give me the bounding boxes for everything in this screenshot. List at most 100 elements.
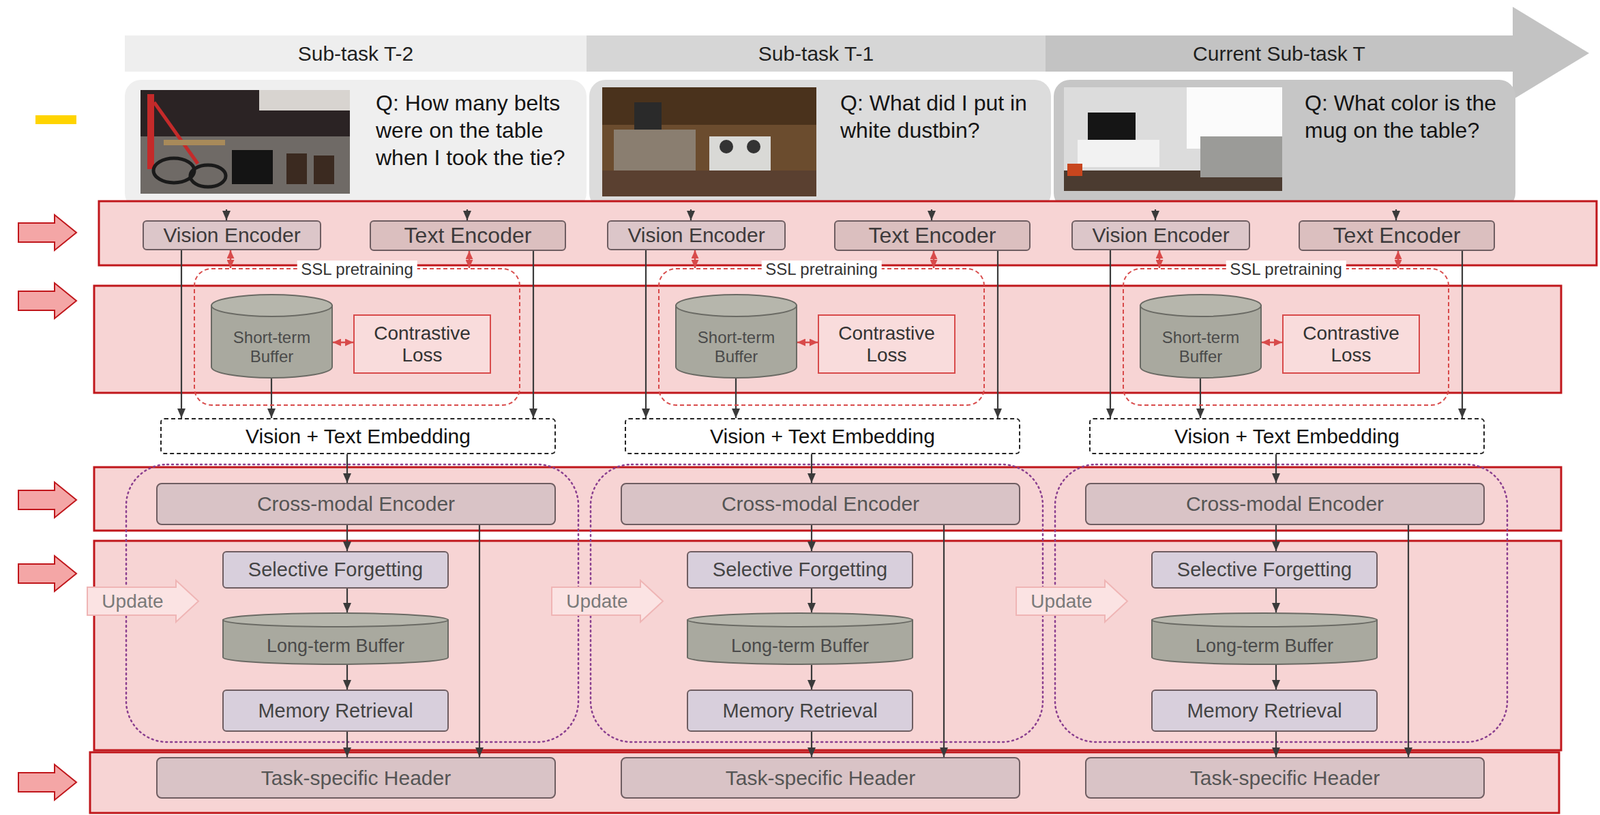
stage-band [94,540,1562,751]
box-title: SSL pretraining [296,260,418,279]
node-label: Current Sub-task T [1192,42,1366,66]
update-arrow: Update [1015,579,1129,623]
node-label: Cross-modal Encoder [1186,492,1384,516]
flow-arrow [478,525,481,758]
flow-arrow [346,588,348,613]
flow-arrow [690,209,692,221]
pointer-arrow [18,482,77,518]
memory-retrieval: Memory Retrieval [222,689,449,732]
node-label: Q: How many belts were on the table when… [375,89,573,172]
cylinder-top [675,294,797,317]
node-label: Memory Retrieval [257,699,413,723]
node-label: Contrastive Loss [1291,322,1412,367]
node-label: Long-term Buffer [1195,635,1334,657]
flow-arrow [1275,454,1277,483]
ssl-link [468,250,471,269]
flow-arrow [1275,588,1277,613]
text-encoder: Text Encoder [369,220,567,251]
burner [746,139,761,154]
tv [1087,112,1136,140]
flow-arrow [810,525,813,552]
node-label: Long-term Buffer [266,635,405,657]
vision-encoder: Vision Encoder [142,220,322,251]
node-label: Text Encoder [868,223,997,249]
subtask-header: Sub-task T-1 [586,35,1046,72]
flow-arrow [1199,378,1202,419]
short-term-buffer: Short-term Buffer [210,293,333,379]
block-arrow-outline [87,580,199,622]
node-label: Vision Encoder [163,223,301,247]
pointer-arrow [18,555,77,592]
flow-arrow [1275,525,1277,552]
node-label: Short-term Buffer [1151,328,1250,367]
sofa [1200,136,1283,178]
shoe [313,155,335,185]
tv-stand [1077,139,1160,168]
node-label: Vision Encoder [1091,223,1229,247]
node-label: Vision Encoder [627,223,765,247]
flow-arrow [180,250,183,419]
node-label: Q: What color is the mug on the table? [1304,89,1502,144]
short-term-buffer: Short-term Buffer [1139,293,1262,379]
flow-arrow [346,664,348,690]
ssl-pretraining-box: SSL pretrainingShort-term BufferContrast… [1122,268,1450,406]
node-label: Text Encoder [404,223,532,249]
memory-retrieval: Memory Retrieval [686,689,914,732]
vision-encoder: Vision Encoder [606,220,786,251]
video-frame [602,87,817,197]
flow-arrow [1407,525,1410,758]
node-label: Selective Forgetting [248,558,423,582]
ssl-link [229,250,232,269]
ssl-link [332,341,354,344]
flow-arrow [1275,664,1277,690]
video-frame [1063,87,1283,191]
subtask-header: Current Sub-task T [1045,35,1513,72]
node-label: Sub-task T-2 [298,42,414,66]
flow-arrow [346,731,348,758]
vision-encoder: Vision Encoder [1071,220,1251,251]
flow-arrow [225,209,228,221]
flow-arrow [1461,250,1463,419]
video-frame [140,90,350,194]
node-label: Vision + Text Embedding [709,424,936,449]
contrastive-loss: Contrastive Loss [1282,314,1420,374]
selective-forgetting: Selective Forgetting [686,551,914,589]
block-arrow-outline [551,580,663,622]
node-label: Q: What did I put in white dustbin? [840,89,1038,144]
burner [719,139,734,154]
embedding-box: Vision + Text Embedding [1089,418,1485,455]
timeline-arrowhead [1512,6,1590,100]
node-label: Cross-modal Encoder [257,492,455,516]
cross-modal-encoder: Cross-modal Encoder [1085,482,1485,526]
cross-modal-encoder: Cross-modal Encoder [156,482,556,526]
stage-band [90,752,1560,813]
question-panel-fill [589,79,1051,210]
node-label: Update [101,590,164,613]
belt [153,158,195,183]
counter [613,129,696,171]
frame-ground [602,87,817,197]
flow-arrow [532,250,535,419]
question-panel-fill [1053,79,1516,210]
node-label: Short-term Buffer [687,328,785,367]
flow-arrow [466,209,468,221]
flow-arrow [997,250,999,419]
floor [140,136,350,194]
clothes [259,90,350,111]
question-panel-fill [124,79,587,210]
ssl-link [1158,250,1161,269]
subtask-header: Sub-task T-2 [124,35,587,72]
ssl-pretraining-box: SSL pretrainingShort-term BufferContrast… [658,268,985,406]
flow-arrow [1154,209,1157,221]
cylinder-top [1140,294,1262,317]
stand [147,94,155,170]
long-term-buffer: Long-term Buffer [1151,612,1378,665]
item [231,150,273,185]
frame-ground [1063,87,1283,191]
stand-bar [154,102,198,164]
embedding-box: Vision + Text Embedding [160,418,556,455]
flow-arrow [735,378,737,419]
node-label: Selective Forgetting [1177,558,1352,582]
node-label: Update [1030,590,1092,613]
cylinder-top [687,613,913,627]
